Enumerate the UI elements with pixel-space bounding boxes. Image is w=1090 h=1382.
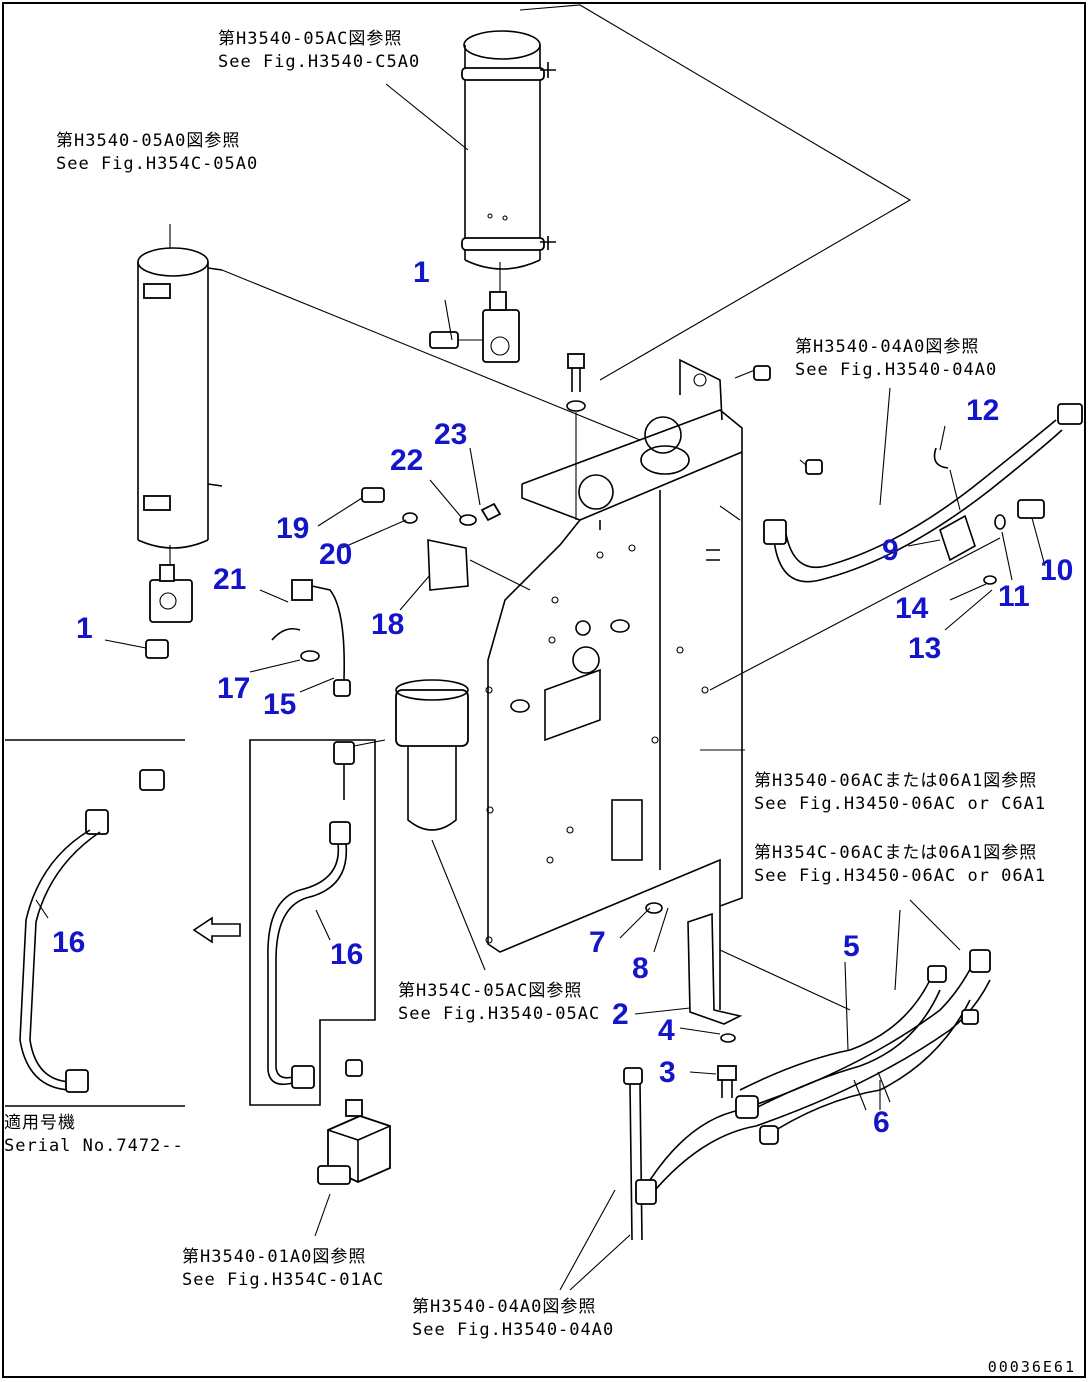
ref-en: See Fig.H3540-C5A0 — [218, 52, 421, 72]
callout-10: 10 — [1040, 554, 1074, 587]
callout-22: 22 — [390, 444, 424, 477]
valve-block — [314, 1059, 391, 1237]
top-accumulator — [429, 30, 556, 363]
callout-16-mid-inset: 16 — [330, 938, 364, 971]
left-small-parts — [271, 487, 531, 697]
callout-7: 7 — [589, 926, 606, 959]
callout-20: 20 — [319, 538, 353, 571]
ref-en: See Fig.H3540-04A0 — [412, 1320, 615, 1340]
callout-21: 21 — [213, 563, 247, 596]
ref-note-filter: 第H354C-05AC図参照 See Fig.H3540-05AC — [398, 980, 600, 1026]
callout-13: 13 — [908, 632, 942, 665]
main-frame — [485, 358, 745, 1010]
ref-jp: 第H3540-05A0図参照 — [56, 131, 241, 151]
ref-en: See Fig.H3450-06AC or 06A1 — [754, 866, 1047, 886]
serial-note: 適用号機 Serial No.7472-- — [4, 1112, 184, 1158]
ref-jp: 第H354C-05AC図参照 — [398, 981, 583, 1001]
drawing-number: 00036E61 — [987, 1358, 1076, 1376]
callout-3: 3 — [659, 1056, 676, 1089]
callout-2: 2 — [612, 998, 629, 1031]
callout-12: 12 — [966, 394, 1000, 427]
bottom-hose-bundle — [559, 899, 991, 1291]
callout-17: 17 — [217, 672, 251, 705]
ref-jp: 第H3540-05AC図参照 — [218, 29, 403, 49]
ref-jp: 第H3540-04A0図参照 — [795, 337, 980, 357]
ref-en: See Fig.H3450-06AC or C6A1 — [754, 794, 1047, 814]
serial-en: Serial No.7472-- — [4, 1136, 184, 1156]
ref-note-top-cylinder: 第H3540-05AC図参照 See Fig.H3540-C5A0 — [218, 28, 420, 74]
callout-15: 15 — [263, 688, 297, 721]
ref-jp: 第H3540-06ACまたは06A1図参照 — [754, 771, 1038, 791]
ref-note-frame-right-2: 第H354C-06ACまたは06A1図参照 See Fig.H3450-06AC… — [754, 842, 1046, 888]
ref-jp: 第H3540-04A0図参照 — [412, 1297, 597, 1317]
left-accumulator — [137, 224, 223, 659]
bottom-bracket — [623, 902, 851, 1241]
callout-11: 11 — [998, 580, 1030, 613]
ref-jp: 第H354C-06ACまたは06A1図参照 — [754, 843, 1038, 863]
ref-jp: 第H3540-01A0図参照 — [182, 1247, 367, 1267]
callout-1-top: 1 — [413, 256, 430, 289]
ref-note-frame-right-1: 第H3540-06ACまたは06A1図参照 See Fig.H3450-06AC… — [754, 770, 1046, 816]
ref-en: See Fig.H3540-04A0 — [795, 360, 998, 380]
ref-en: See Fig.H3540-05AC — [398, 1004, 601, 1024]
serial-jp: 適用号機 — [4, 1113, 76, 1133]
ref-note-bottom: 第H3540-04A0図参照 See Fig.H3540-04A0 — [412, 1296, 614, 1342]
callout-6: 6 — [873, 1106, 890, 1139]
callout-23: 23 — [434, 418, 468, 451]
callout-9: 9 — [882, 534, 899, 567]
top-bolt — [566, 353, 823, 520]
callout-18: 18 — [371, 608, 405, 641]
hose-inset-box — [249, 739, 386, 1106]
ref-note-right-upper: 第H3540-04A0図参照 See Fig.H3540-04A0 — [795, 336, 997, 382]
ref-note-left-cylinder: 第H3540-05A0図参照 See Fig.H354C-05A0 — [56, 130, 258, 176]
callout-14: 14 — [895, 592, 929, 625]
callout-1-left: 1 — [76, 612, 93, 645]
callout-4: 4 — [658, 1014, 675, 1047]
right-hose-assembly — [709, 387, 1083, 691]
ref-note-valve-block: 第H3540-01A0図参照 See Fig.H354C-01AC — [182, 1246, 384, 1292]
ref-en: See Fig.H354C-01AC — [182, 1270, 385, 1290]
ref-en: See Fig.H354C-05A0 — [56, 154, 259, 174]
callout-5: 5 — [843, 930, 860, 963]
callout-8: 8 — [632, 952, 649, 985]
serial-inset-box — [5, 739, 241, 1107]
line-filter — [395, 679, 486, 971]
callout-19: 19 — [276, 512, 310, 545]
callout-16-left-inset: 16 — [52, 926, 86, 959]
